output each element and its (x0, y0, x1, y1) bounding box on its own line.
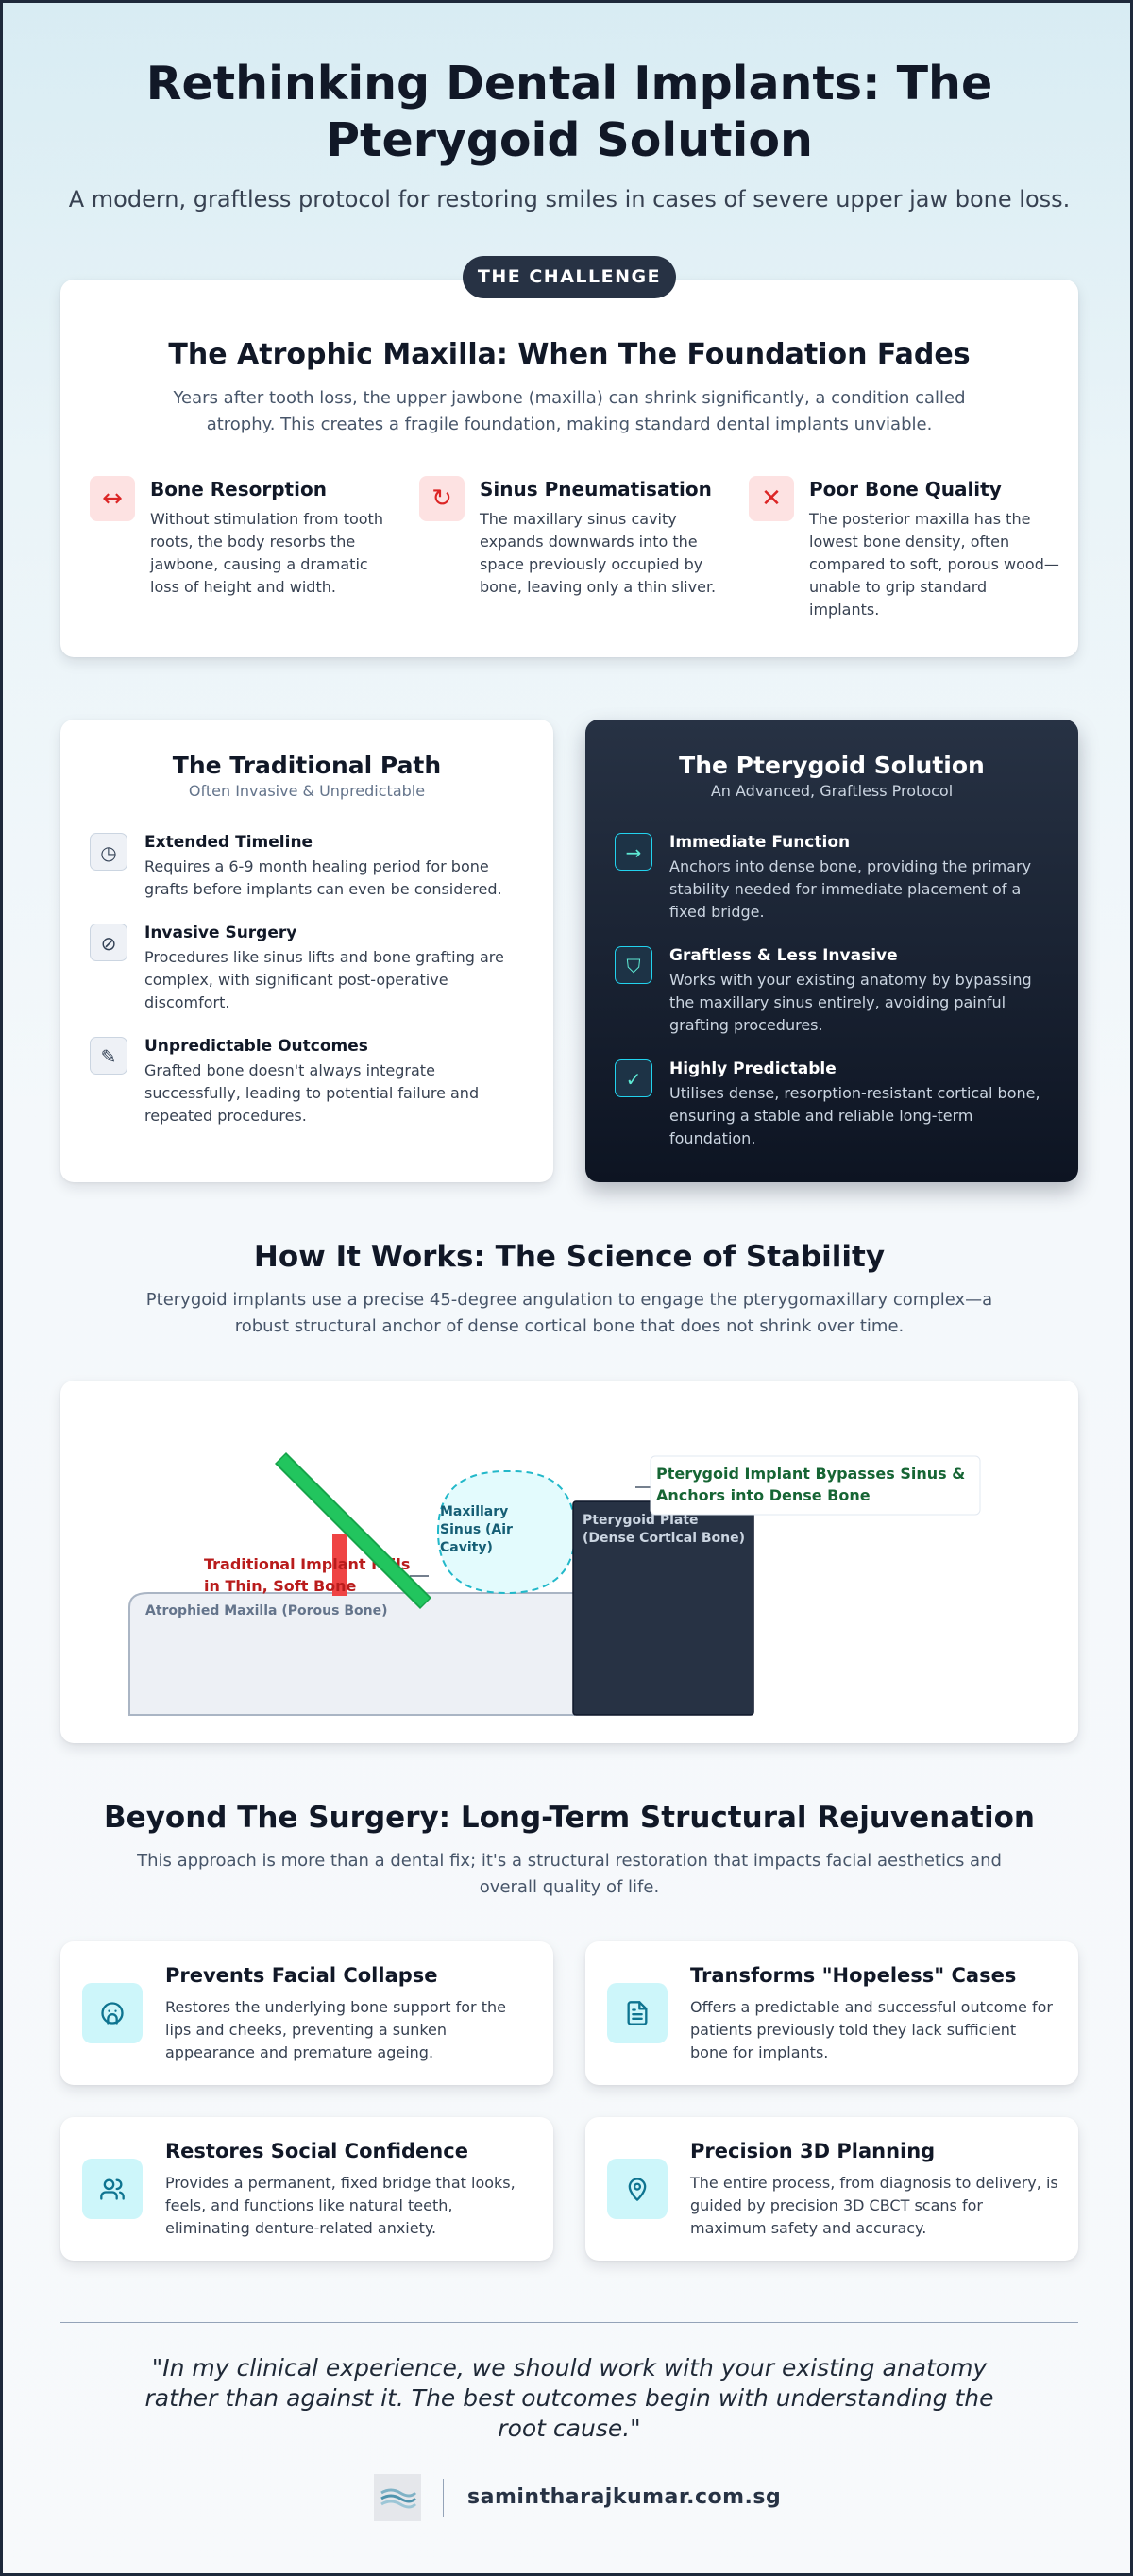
footer-separator (443, 2479, 444, 2517)
how-it-works-title: How It Works: The Science of Stability (253, 1240, 886, 1274)
clinician-quote: "In my clinical experience, we should wo… (144, 2354, 994, 2442)
pterygoid-label-box (650, 1455, 981, 1516)
sinus-label-line-2: Sinus (Air (440, 1522, 513, 1537)
issue-description: Without stimulation from tooth roots, th… (150, 510, 383, 596)
issue-description: The maxillary sinus cavity expands downw… (480, 510, 717, 596)
arrow-right-icon: → (615, 833, 652, 871)
traditional-label-line-2: in Thin, Soft Bone (204, 1577, 357, 1595)
traditional-subtitle: Often Invasive & Unpredictable (188, 782, 426, 800)
issue-description: The posterior maxilla has the lowest bon… (809, 510, 1059, 619)
item-description: Anchors into dense bone, providing the p… (669, 857, 1032, 921)
benefit-title: Precision 3D Planning (690, 2140, 936, 2162)
traditional-title: The Traditional Path (172, 752, 442, 779)
benefit-description: Provides a permanent, fixed bridge that … (165, 2174, 516, 2237)
spiral-icon: ↻ (419, 476, 465, 521)
how-it-works-description: Pterygoid implants use a precise 45-degr… (145, 1290, 993, 1336)
challenge-card: The Atrophic Maxilla: When The Foundatio… (60, 280, 1078, 657)
item-title: Extended Timeline (144, 833, 313, 852)
shield-icon: ⛉ (615, 946, 652, 984)
clinic-logo (374, 2474, 421, 2521)
document-icon (607, 1983, 668, 2043)
implant-diagram: Atrophied Maxilla (Porous Bone) Maxillar… (128, 1451, 981, 1716)
challenge-title: The Atrophic Maxilla: When The Foundatio… (168, 338, 971, 371)
beyond-title: Beyond The Surgery: Long-Term Structural… (104, 1801, 1035, 1835)
maxilla-label: Atrophied Maxilla (Porous Bone) (145, 1603, 387, 1618)
benefit-description: Restores the underlying bone support for… (165, 1998, 506, 2061)
issue-title: Sinus Pneumatisation (480, 478, 712, 500)
issue-title: Poor Bone Quality (809, 478, 1002, 500)
item-description: Works with your existing anatomy by bypa… (669, 971, 1032, 1034)
benefit-title: Restores Social Confidence (165, 2140, 468, 2162)
pterygoid-title: The Pterygoid Solution (679, 752, 985, 779)
bandage-icon: ⊘ (90, 924, 127, 961)
traditional-implant-shape (332, 1534, 347, 1596)
item-description: Procedures like sinus lifts and bone gra… (144, 948, 504, 1011)
issue-title: Bone Resorption (150, 478, 327, 500)
pterygoid-implant-fill (277, 1454, 430, 1607)
benefit-card-3d-planning: Precision 3D Planning The entire process… (585, 2117, 1078, 2261)
challenge-description: Years after tooth loss, the upper jawbon… (173, 388, 966, 434)
benefit-title: Prevents Facial Collapse (165, 1964, 438, 1987)
map-pin-icon (607, 2159, 668, 2219)
item-title: Graftless & Less Invasive (669, 946, 898, 965)
pterygoid-label-line-1: Pterygoid Implant Bypasses Sinus & (656, 1465, 965, 1483)
benefit-card-social-confidence: Restores Social Confidence Provides a pe… (60, 2117, 553, 2261)
users-icon (82, 2159, 143, 2219)
benefit-description: The entire process, from diagnosis to de… (690, 2174, 1058, 2237)
benefit-card-hopeless-cases: Transforms "Hopeless" Cases Offers a pre… (585, 1941, 1078, 2085)
plate-label-line-2: (Dense Cortical Bone) (583, 1531, 745, 1546)
sinus-label-line-3: Cavity) (440, 1540, 493, 1555)
pterygoid-solution-card: The Pterygoid Solution An Advanced, Graf… (585, 720, 1078, 1182)
arrows-left-right-icon: ↔ (90, 476, 135, 521)
footer-divider (60, 2322, 1078, 2323)
pterygoid-label-line-2: Anchors into Dense Bone (656, 1486, 871, 1504)
clock-icon: ◷ (90, 833, 127, 871)
item-description: Utilises dense, resorption-resistant cor… (669, 1084, 1040, 1147)
check-circle-icon: ✓ (615, 1059, 652, 1097)
item-title: Immediate Function (669, 833, 851, 852)
infographic-page: Rethinking Dental Implants: The Pterygoi… (3, 3, 1133, 2576)
website-link[interactable]: samintharajkumar.com.sg (467, 2485, 782, 2509)
traditional-label-line-1: Traditional Implant Fails (204, 1555, 410, 1573)
pterygoid-subtitle: An Advanced, Graftless Protocol (710, 782, 954, 800)
item-description: Requires a 6-9 month healing period for … (144, 857, 502, 898)
page-title: Rethinking Dental Implants: The Pterygoi… (145, 57, 993, 167)
sinus-label-line-1: Maxillary (440, 1504, 508, 1519)
benefit-description: Offers a predictable and successful outc… (690, 1998, 1053, 2061)
traditional-path-card: The Traditional Path Often Invasive & Un… (60, 720, 553, 1182)
item-description: Grafted bone doesn't always integrate su… (144, 1061, 480, 1125)
benefit-card-facial-collapse: Prevents Facial Collapse Restores the un… (60, 1941, 553, 2085)
page-subtitle: A modern, graftless protocol for restori… (68, 186, 1071, 212)
item-title: Highly Predictable (669, 1059, 837, 1078)
x-icon: ✕ (749, 476, 794, 521)
benefit-title: Transforms "Hopeless" Cases (690, 1964, 1017, 1987)
syringe-icon: ✎ (90, 1037, 127, 1075)
beyond-description: This approach is more than a dental fix;… (137, 1851, 1002, 1897)
implant-diagram-card: Atrophied Maxilla (Porous Bone) Maxillar… (60, 1381, 1078, 1743)
item-title: Invasive Surgery (144, 924, 297, 942)
maxilla-bone-shape (128, 1592, 575, 1716)
item-title: Unpredictable Outcomes (144, 1037, 368, 1056)
face-icon (82, 1983, 143, 2043)
challenge-pill: THE CHALLENGE (463, 256, 676, 298)
plate-label-line-1: Pterygoid Plate (583, 1513, 699, 1528)
